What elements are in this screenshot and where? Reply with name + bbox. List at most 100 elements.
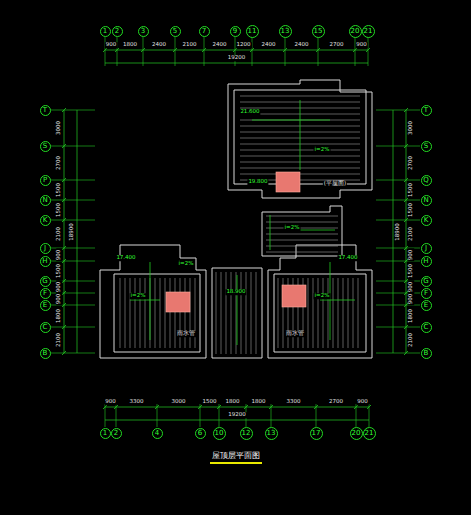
hatch-line [240, 96, 360, 97]
hatch-line [266, 234, 338, 235]
tick [62, 108, 66, 112]
axis-label: J [425, 245, 427, 252]
drain-line [130, 262, 355, 345]
axis-bubble: H [40, 256, 51, 267]
hatch-line [278, 278, 279, 348]
tick [217, 405, 221, 409]
axis-label: E [424, 302, 428, 309]
hatch-line [170, 278, 171, 348]
dimension-line [105, 407, 369, 408]
axis-bubble: 1 [100, 26, 111, 37]
axis-bubble: 1 [100, 428, 111, 439]
hatch-line [241, 272, 242, 354]
axis-bubble: G [421, 276, 432, 287]
axis-label: 1 [103, 28, 107, 35]
dimension-text: 18900 [69, 222, 75, 242]
hatch-line [221, 272, 222, 354]
hatch-line [216, 272, 217, 354]
axis-bubble: 3 [138, 26, 149, 37]
extension-line [376, 353, 420, 354]
axis-label: 4 [155, 430, 159, 437]
tick [62, 178, 66, 182]
tick [404, 218, 408, 222]
hatch-line [308, 278, 309, 348]
tick [316, 48, 320, 52]
axis-label: 5 [173, 28, 177, 35]
axis-bubble: 2 [112, 26, 123, 37]
axis-bubble: G [40, 276, 51, 287]
axis-bubble: 20 [350, 427, 363, 440]
tick [62, 291, 66, 295]
dimension-text: 2100 [182, 42, 198, 48]
tick [115, 48, 119, 52]
tick [233, 48, 237, 52]
roof-annotation: (平屋面) [323, 181, 347, 187]
roof-annotation: i=2% [130, 293, 147, 299]
dimension-text: 19200 [227, 412, 247, 418]
tick [404, 351, 408, 355]
axis-bubble: J [421, 243, 432, 254]
dimension-text: 2400 [294, 42, 310, 48]
axis-label: F [43, 290, 47, 297]
axis-bubble: 10 [213, 427, 226, 440]
dimension-text: 1500 [408, 202, 414, 218]
axis-bubble: B [40, 348, 51, 359]
tick [62, 198, 66, 202]
axis-label: J [44, 245, 46, 252]
roof-annotation: 雨水管 [285, 331, 305, 337]
dimension-text: 19200 [227, 55, 247, 61]
hatch-line [266, 246, 338, 247]
axis-label: N [42, 197, 47, 204]
hatch-line [318, 278, 319, 348]
extension-line [376, 180, 420, 181]
roof-annotation: 19.800 [247, 179, 268, 185]
tick [404, 108, 408, 112]
drawing-title: 屋顶层平面图 [210, 450, 262, 464]
roof-annotation: i=2% [178, 261, 195, 267]
axis-bubble: F [40, 288, 51, 299]
tick [250, 48, 254, 52]
tick [354, 405, 358, 409]
tick [202, 48, 206, 52]
dimension-text: 2700 [328, 399, 344, 405]
axis-label: 12 [242, 430, 251, 437]
hatch-line [175, 278, 176, 348]
dimension-text: 900 [408, 248, 414, 261]
axis-label: 10 [215, 430, 224, 437]
dimension-text: 900 [355, 42, 368, 48]
tick [353, 48, 357, 52]
tick [155, 405, 159, 409]
axis-bubble: S [421, 141, 432, 152]
axis-bubble: 21 [363, 427, 376, 440]
tick [103, 48, 107, 52]
axis-label: B [424, 350, 429, 357]
extension-line [51, 180, 95, 181]
axis-bubble: 6 [195, 428, 206, 439]
hatch-line [246, 272, 247, 354]
hatch-line [266, 216, 338, 217]
dimension-text: 2700 [408, 155, 414, 171]
axis-label: 21 [365, 430, 374, 437]
hatch-line [120, 278, 121, 348]
roof-annotation: 雨水管 [176, 331, 196, 337]
axis-label: Q [423, 177, 429, 184]
axis-label: G [42, 278, 47, 285]
dimension-text: 3000 [171, 399, 187, 405]
hatch-line [358, 278, 359, 348]
extension-line [51, 110, 95, 111]
hatch-line [226, 272, 227, 354]
extension-line [318, 37, 319, 66]
dimension-text: 1500 [202, 399, 218, 405]
dimension-text: 1800 [408, 308, 414, 324]
dimension-text: 1500 [56, 202, 62, 218]
axis-bubble: 11 [246, 25, 259, 38]
dimension-text: 3300 [286, 399, 302, 405]
extension-line [51, 327, 95, 328]
axis-label: 20 [352, 430, 361, 437]
axis-label: 13 [267, 430, 276, 437]
hatch-line [266, 240, 338, 241]
stair-roof [282, 285, 306, 307]
dimension-text: 900 [56, 248, 62, 261]
axis-label: 11 [248, 28, 257, 35]
